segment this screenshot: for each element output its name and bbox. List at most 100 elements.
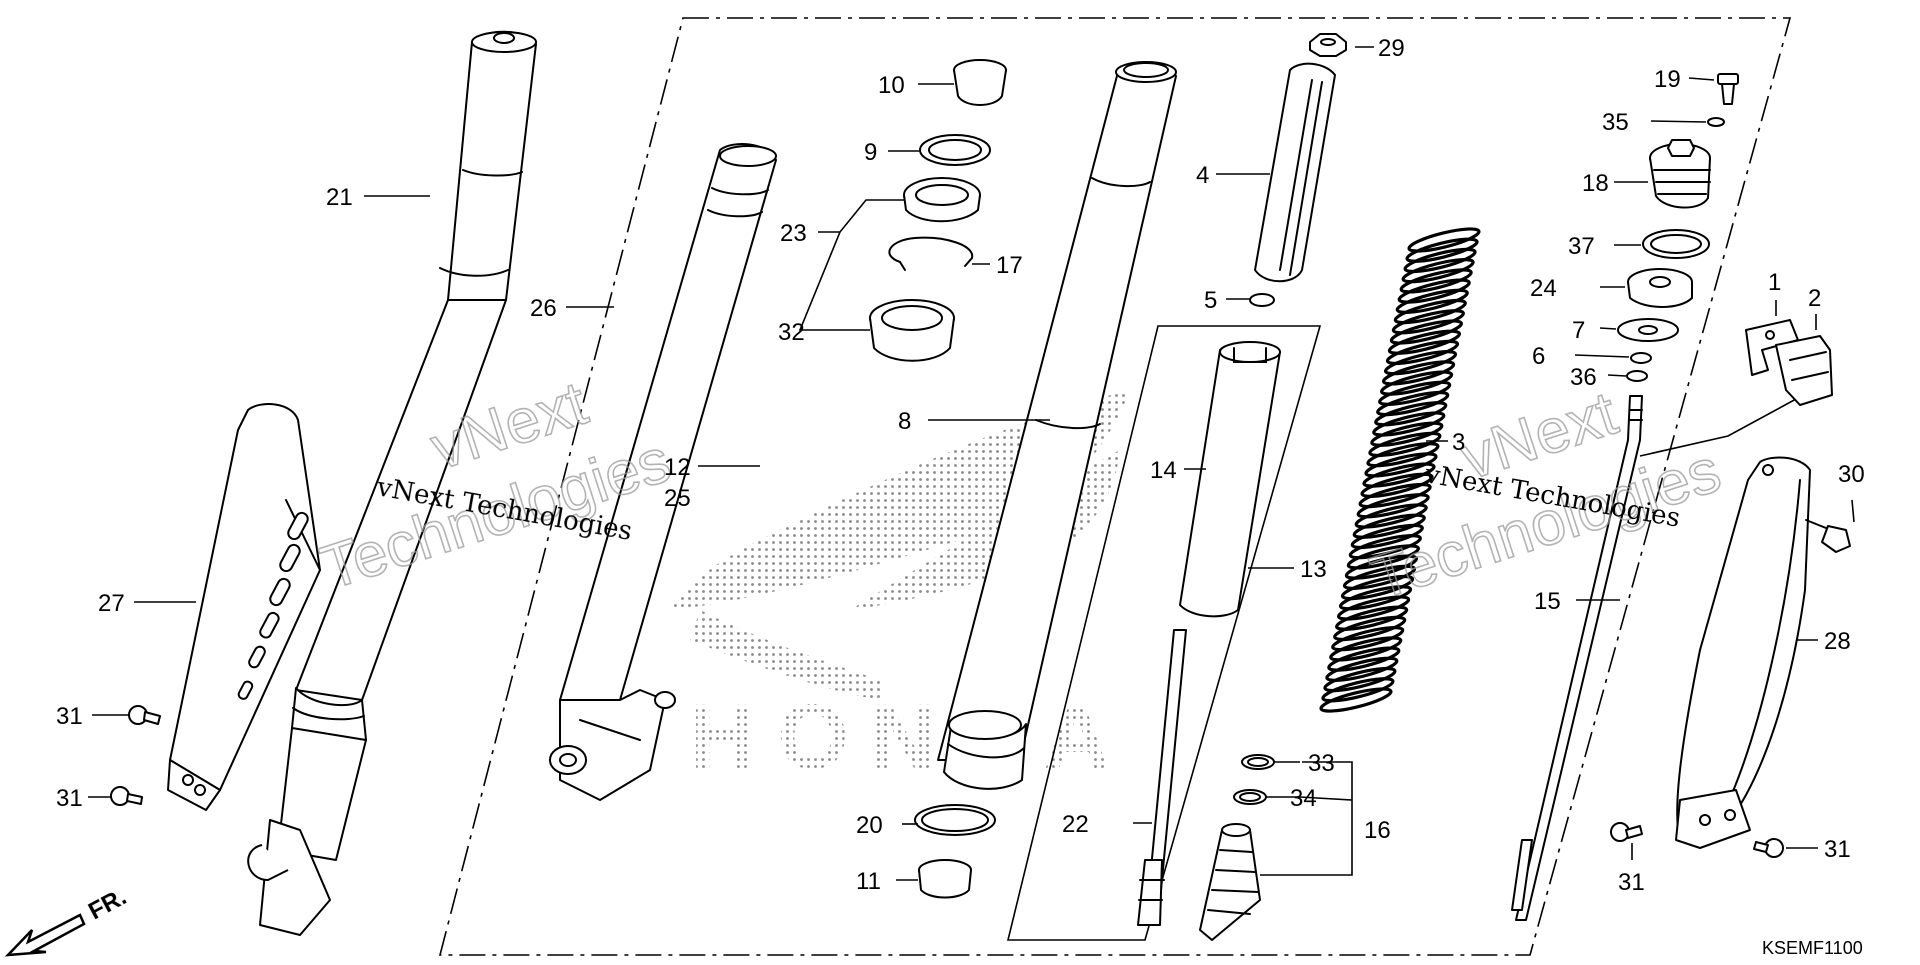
spring-coil bbox=[1325, 656, 1399, 682]
diagram-code: KSEMF1100 bbox=[1762, 938, 1863, 958]
spring-coil bbox=[1337, 595, 1411, 621]
bracket-detail-frame bbox=[1639, 385, 1821, 457]
spring-coil bbox=[1387, 329, 1462, 355]
part-11-bushing bbox=[918, 859, 972, 899]
part-15-push-rod bbox=[1511, 395, 1643, 921]
callout-26: 26 bbox=[530, 295, 557, 322]
spring-coil bbox=[1395, 288, 1469, 314]
spring-coil bbox=[1366, 442, 1440, 468]
part-33-ring bbox=[1241, 754, 1275, 770]
spring-coil bbox=[1391, 309, 1465, 335]
part-31-bolt-d bbox=[1753, 838, 1784, 858]
callout-5: 5 bbox=[1204, 287, 1217, 314]
front-direction-arrow-icon bbox=[4, 913, 86, 957]
part-14-collar-tube bbox=[1179, 341, 1281, 618]
spring-coil bbox=[1382, 360, 1456, 386]
callout-13: 13 bbox=[1300, 556, 1327, 583]
part-36-ring bbox=[1626, 370, 1648, 382]
spring-coil bbox=[1323, 666, 1397, 693]
spring-coil bbox=[1348, 534, 1422, 560]
spring-coil bbox=[1372, 411, 1446, 437]
spring-coil bbox=[1368, 431, 1442, 458]
callout-31-c: 31 bbox=[1618, 869, 1645, 896]
callout-31-d: 31 bbox=[1824, 836, 1851, 863]
callout-3: 3 bbox=[1452, 429, 1465, 456]
spring-coil bbox=[1356, 493, 1430, 519]
callout-27: 27 bbox=[98, 590, 125, 617]
spring-coil bbox=[1338, 585, 1413, 611]
spring-coil bbox=[1340, 574, 1415, 601]
callout-16: 16 bbox=[1364, 817, 1391, 844]
spring-coil bbox=[1397, 278, 1471, 304]
callout-28: 28 bbox=[1824, 628, 1851, 655]
spring-coil bbox=[1335, 605, 1409, 631]
part-31-bolt-c bbox=[1610, 822, 1643, 842]
callout-24: 24 bbox=[1530, 275, 1557, 302]
spring-coil bbox=[1403, 247, 1477, 274]
part-37-o-ring bbox=[1642, 229, 1710, 259]
callout-34: 34 bbox=[1290, 785, 1317, 812]
callout-7: 7 bbox=[1572, 317, 1585, 344]
svg-text:HONDA: HONDA bbox=[690, 686, 1110, 788]
part-34-ring bbox=[1233, 789, 1267, 805]
leader-lines bbox=[88, 46, 1855, 881]
callout-12: 12 bbox=[664, 454, 691, 481]
part-31-bolt-a bbox=[128, 705, 161, 725]
spring-coil bbox=[1329, 636, 1403, 662]
part-35-washer bbox=[1707, 117, 1725, 127]
part-6-ring bbox=[1630, 352, 1652, 364]
callout-4: 4 bbox=[1196, 162, 1209, 189]
front-direction-label: FR. bbox=[84, 883, 131, 925]
callout-15: 15 bbox=[1534, 588, 1561, 615]
spring-coil bbox=[1327, 646, 1401, 672]
spring-coil bbox=[1380, 370, 1454, 396]
part-32-slide-bushing bbox=[869, 299, 955, 362]
part-5-ring bbox=[1249, 293, 1275, 307]
spring-coil bbox=[1333, 615, 1407, 642]
callout-25: 25 bbox=[664, 485, 691, 512]
part-24-nut bbox=[1627, 268, 1693, 308]
spring-coil bbox=[1376, 390, 1450, 417]
callout-6: 6 bbox=[1532, 343, 1545, 370]
part-2-bracket bbox=[1775, 335, 1833, 406]
spring-coil bbox=[1360, 472, 1434, 498]
spring-coil bbox=[1401, 258, 1475, 284]
part-30-bolt bbox=[1805, 519, 1851, 553]
spring-coil bbox=[1389, 319, 1463, 345]
spring-coil bbox=[1362, 462, 1436, 488]
part-21-outer-tube bbox=[247, 30, 537, 936]
callout-1: 1 bbox=[1768, 269, 1781, 296]
spring-coil bbox=[1321, 677, 1395, 703]
spring-coil bbox=[1358, 482, 1432, 509]
part-17-clip bbox=[888, 236, 974, 271]
spring-coil bbox=[1399, 268, 1473, 294]
part-16-valve-assembly bbox=[1199, 823, 1261, 941]
part-8-outer-tube bbox=[937, 61, 1177, 790]
callout-19: 19 bbox=[1654, 66, 1681, 93]
spring-coil bbox=[1352, 513, 1426, 539]
spring-coil bbox=[1370, 421, 1444, 447]
callout-22: 22 bbox=[1062, 811, 1089, 838]
part-29-nut bbox=[1309, 33, 1347, 57]
callout-31-b: 31 bbox=[56, 785, 83, 812]
callout-11: 11 bbox=[856, 868, 881, 895]
spring-coil bbox=[1350, 523, 1424, 550]
part-4-spring-collar bbox=[1254, 62, 1336, 283]
callout-14: 14 bbox=[1150, 457, 1177, 484]
callout-30: 30 bbox=[1838, 461, 1865, 488]
spring-coil bbox=[1407, 227, 1481, 253]
spring-coil bbox=[1374, 401, 1448, 427]
part-10-dust-seal bbox=[953, 59, 1007, 106]
assembly-frame-outer bbox=[438, 17, 1792, 956]
spring-coil bbox=[1405, 237, 1479, 263]
callout-35: 35 bbox=[1602, 109, 1629, 136]
assembly-frame-inner bbox=[1006, 325, 1322, 941]
part-20-ring bbox=[914, 804, 996, 836]
callout-37: 37 bbox=[1568, 233, 1595, 260]
callout-36: 36 bbox=[1570, 364, 1597, 391]
part-9-stopper-ring bbox=[919, 134, 991, 166]
spring-coil bbox=[1393, 298, 1467, 325]
callout-23: 23 bbox=[780, 220, 807, 247]
spring-coil bbox=[1342, 564, 1417, 590]
